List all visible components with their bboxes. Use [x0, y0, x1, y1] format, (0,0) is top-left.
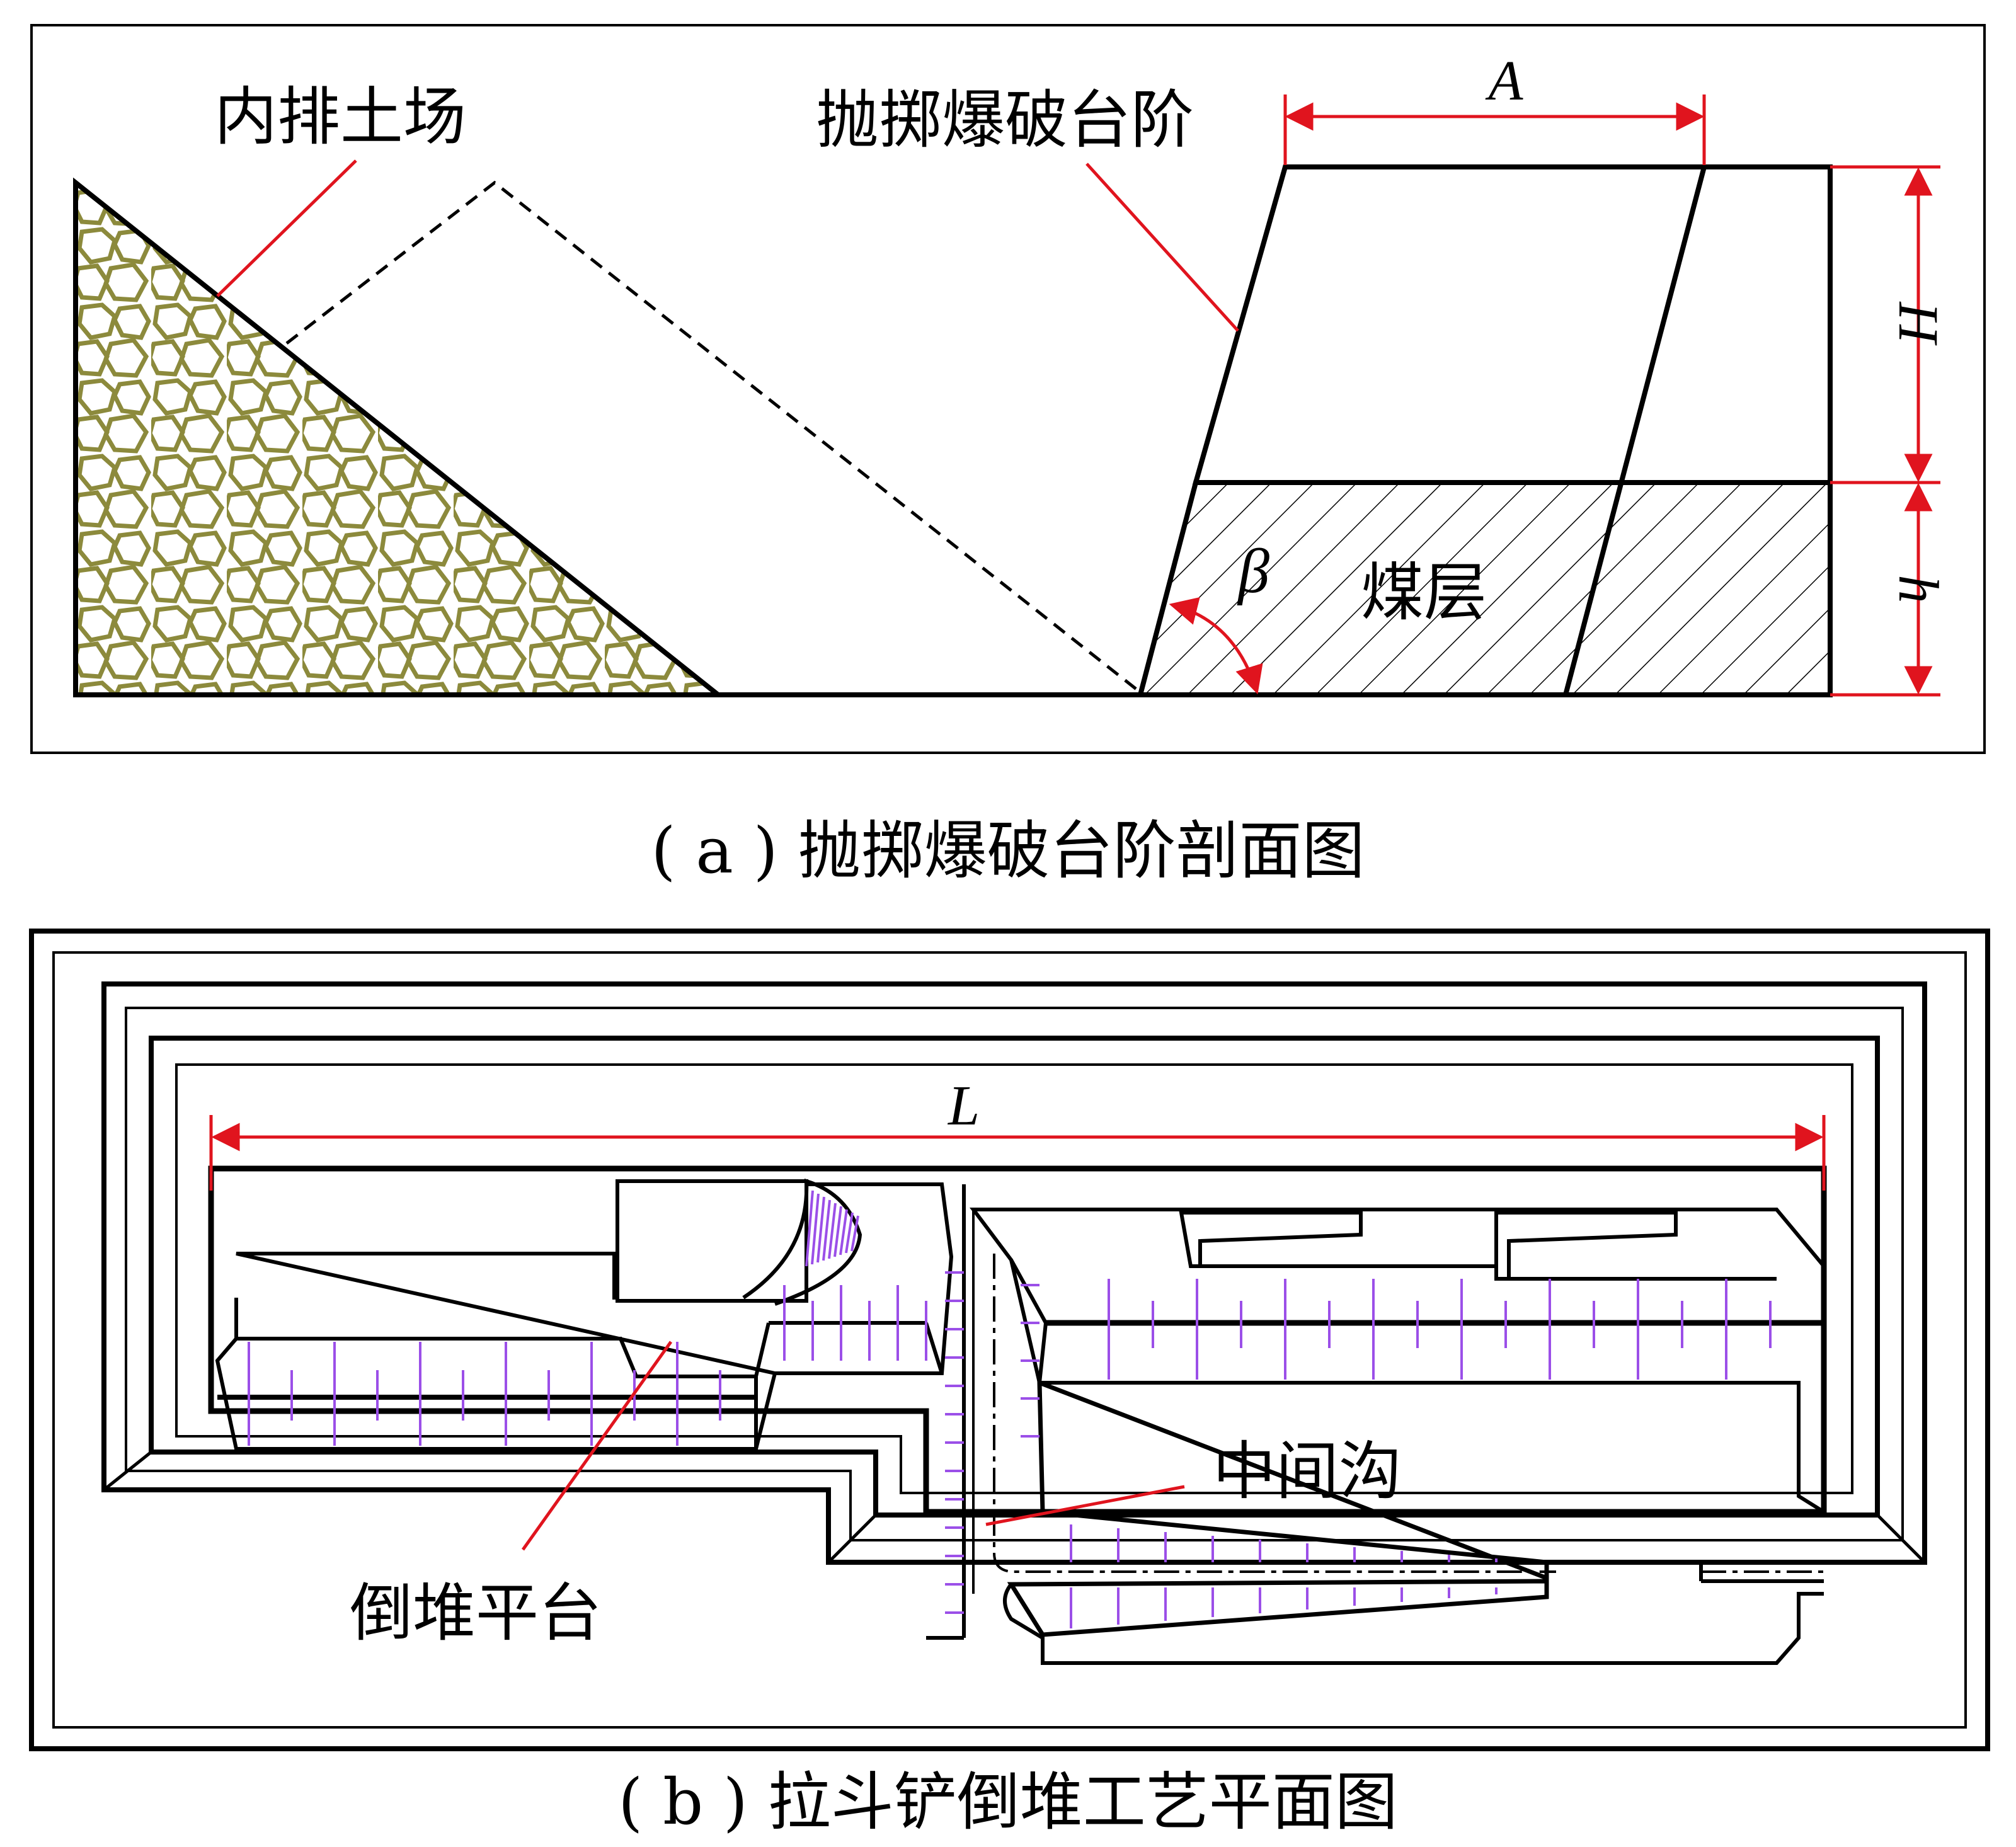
lower-wedge-cap [1003, 1583, 1824, 1665]
platform-leader [521, 1341, 673, 1551]
lower-wedge-upper [1037, 1379, 1549, 1582]
slope-tick [839, 1209, 848, 1255]
angle-beta-label: β [1237, 536, 1269, 606]
left-dump-upper [236, 1182, 954, 1375]
slope-tick [828, 1203, 837, 1259]
slope-tick [833, 1206, 842, 1257]
bench-cut-line [1563, 166, 1707, 696]
middle-trench-leader [985, 1485, 1185, 1526]
slope-tick [845, 1212, 854, 1254]
pit-bench-4 [175, 1063, 1853, 1494]
top-block-1 [1179, 1211, 1363, 1268]
bench-leader-line [1085, 163, 1239, 332]
panel-b: L 中间沟 倒堆平台 ( b ) 拉斗铲倒堆工艺平面图 [29, 929, 1990, 1839]
upper-right-slope-2 [1038, 1322, 1048, 1383]
dump-leader-line [216, 159, 357, 297]
blast-bench [1192, 164, 1833, 485]
trench-bend [993, 1552, 1556, 1573]
platform-edge-3 [754, 1322, 770, 1377]
middle-trench-label: 中间沟 [1213, 1434, 1402, 1508]
upper-right-slope [1009, 1259, 1048, 1324]
angle-beta-arc [1169, 597, 1263, 695]
slope-tick [850, 1215, 859, 1252]
left-arc [742, 1178, 862, 1306]
bench-label: 抛掷爆破台阶 [816, 83, 1194, 157]
upper-right-bench [970, 1208, 1826, 1516]
dump-label: 内排土场 [214, 80, 466, 154]
top-block-2 [1494, 1211, 1678, 1281]
slope-markers [248, 1190, 1772, 1628]
platform-edge-4 [924, 1322, 944, 1374]
coal-seam-label: 煤层 [1361, 556, 1487, 629]
throw-profile-dashed [285, 180, 1138, 691]
platform-strip [215, 1337, 758, 1451]
lower-wedge-lower [1007, 1579, 1549, 1637]
panel-a-caption: ( a ) 抛掷爆破台阶剖面图 [651, 814, 1365, 888]
panel-a: 内排土场 煤层 抛掷爆破台阶 A H h β ( a ) 抛掷爆破台阶剖面图 [30, 24, 1986, 888]
pit-frame-2 [52, 951, 1967, 1729]
dim-l-label: L [947, 1075, 980, 1137]
platform-edge-5 [754, 1373, 777, 1450]
slope-tick [816, 1196, 825, 1263]
pit-frame-outer [29, 929, 1990, 1751]
pit-corner-c [1876, 1514, 1926, 1564]
pit-corner-b [827, 1514, 877, 1564]
slope-tick [805, 1190, 814, 1267]
panel-a-frame [30, 24, 1986, 754]
platform-label: 倒堆平台 [350, 1576, 602, 1650]
dim-h-label: h [1887, 575, 1949, 603]
slope-tick [822, 1199, 831, 1261]
pit-corner-a [103, 1451, 152, 1491]
dim-H-label: H [1887, 302, 1949, 346]
panel-b-caption: ( b ) 拉斗铲倒堆工艺平面图 [618, 1765, 1397, 1839]
slope-tick [811, 1193, 820, 1265]
dim-a-label: A [1486, 50, 1524, 112]
left-block [616, 1179, 808, 1303]
